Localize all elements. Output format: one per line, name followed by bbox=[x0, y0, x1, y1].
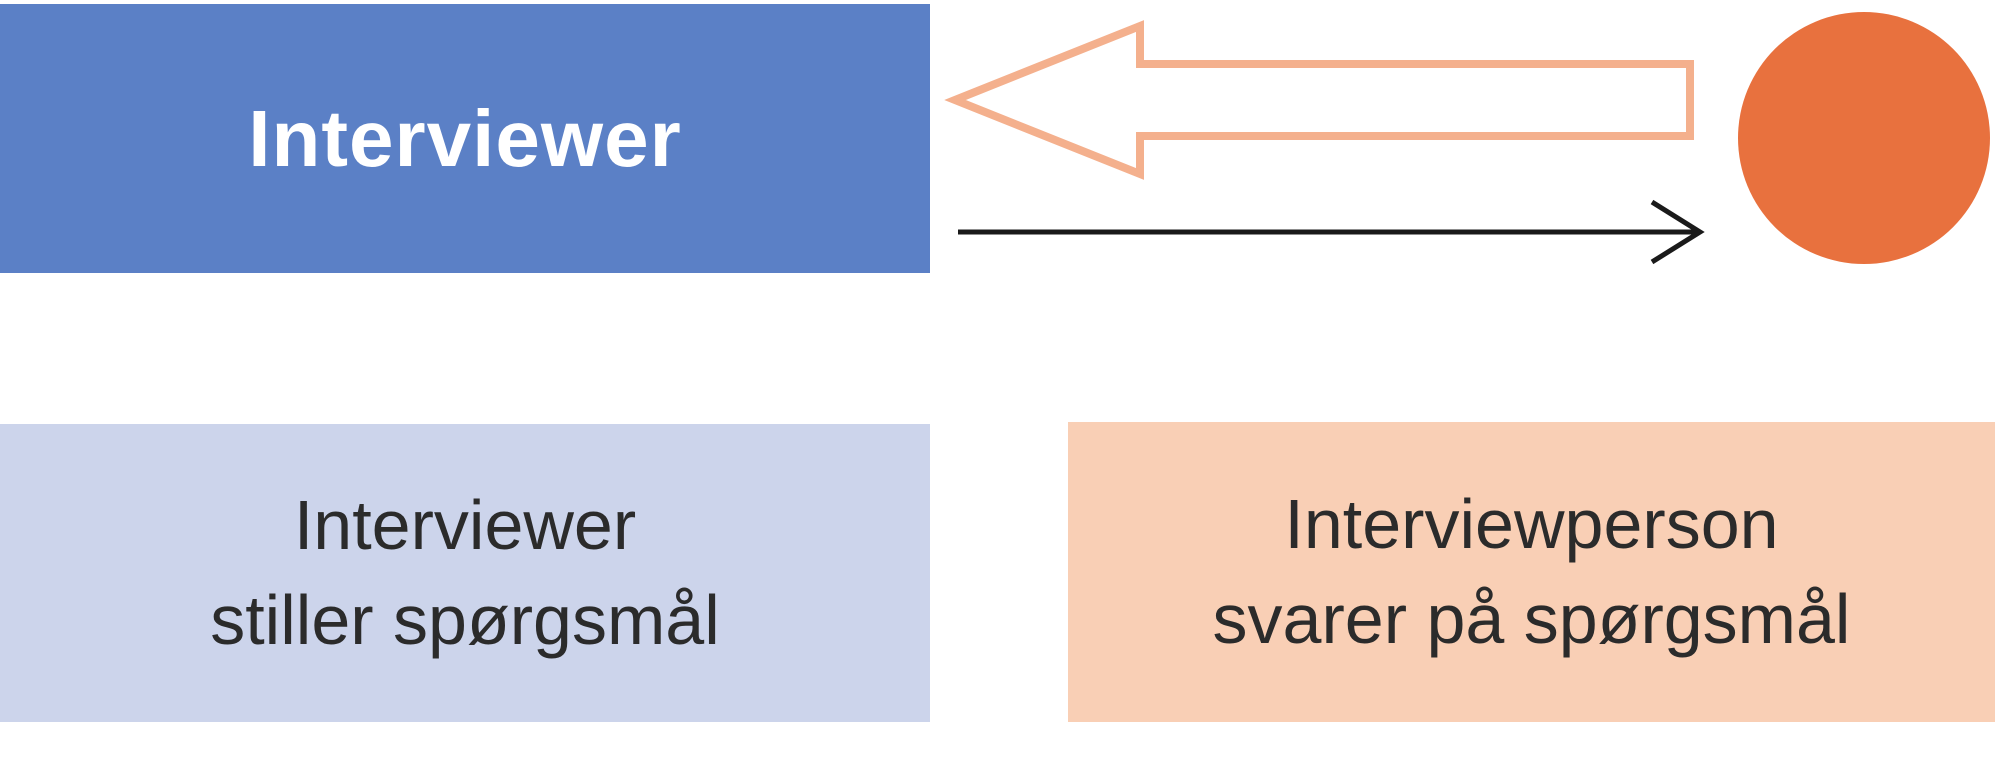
interviewperson-caption-line2: svarer på spørgsmål bbox=[1212, 580, 1851, 658]
interviewperson-caption-box: Interviewperson svarer på spørgsmål bbox=[1068, 422, 1995, 722]
interviewer-caption-line2: stiller spørgsmål bbox=[210, 581, 720, 659]
interviewperson-caption-line1: Interviewperson bbox=[1284, 484, 1779, 563]
interviewperson-circle bbox=[1738, 12, 1990, 264]
interviewer-box: Interviewer bbox=[0, 4, 930, 273]
interviewer-caption-line1: Interviewer bbox=[293, 485, 637, 564]
interviewer-box-label: Interviewer bbox=[248, 93, 682, 183]
question-arrow-icon bbox=[958, 199, 1705, 265]
interviewer-caption-box: Interviewer stiller spørgsmål bbox=[0, 424, 930, 722]
answer-arrow-icon bbox=[944, 20, 1694, 180]
